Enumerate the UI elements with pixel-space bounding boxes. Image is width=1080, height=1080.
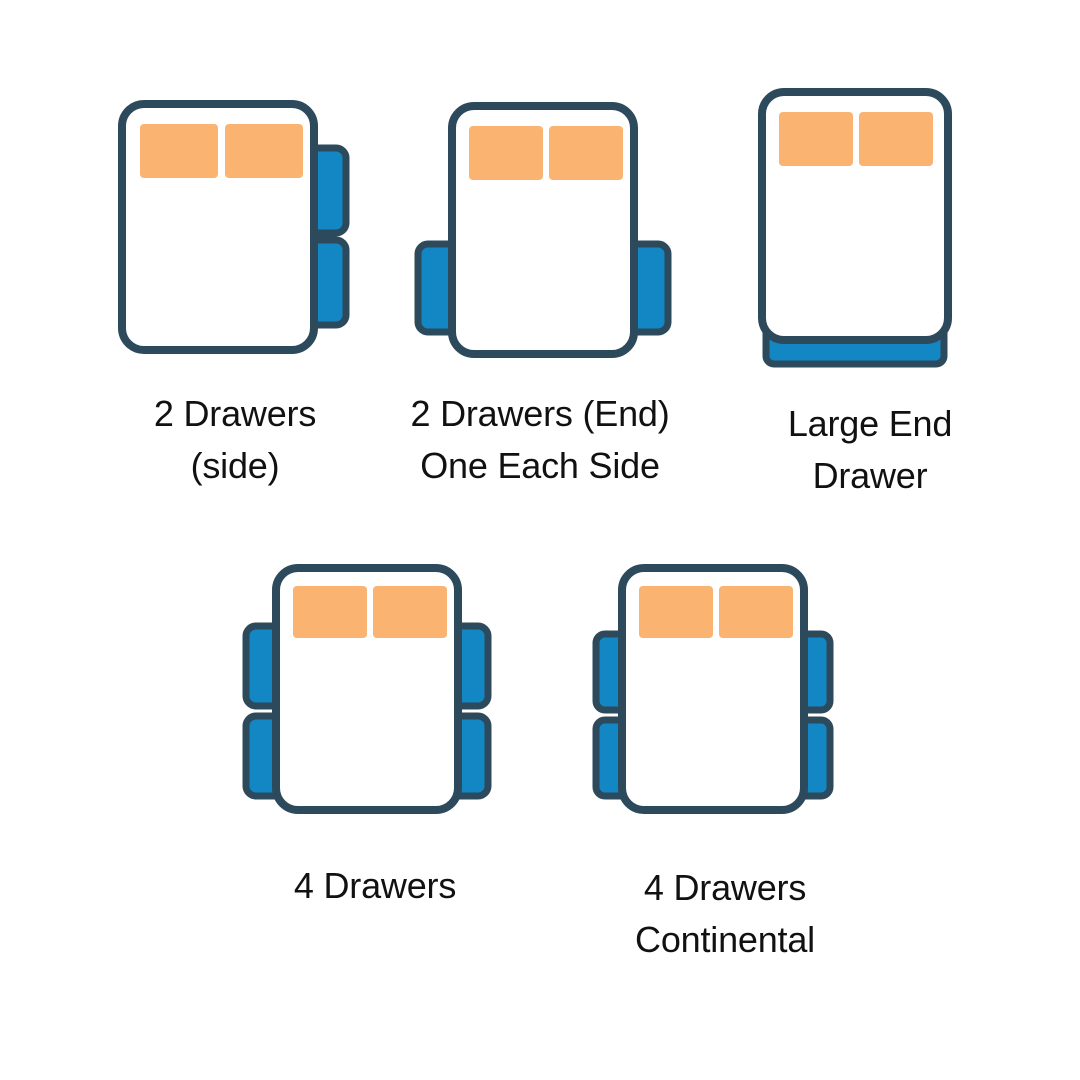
- bed-diagram-large-end-drawer[interactable]: [748, 80, 968, 380]
- bed-icon-4-drawers: [242, 564, 492, 814]
- caption-4-drawers-continental: 4 Drawers Continental: [635, 867, 815, 961]
- pillow-right: [373, 586, 447, 638]
- caption-2-drawers-side: 2 Drawers (side): [153, 393, 317, 487]
- bed-diagram-4-drawers-continental[interactable]: [588, 558, 838, 820]
- pillow-left: [293, 586, 367, 638]
- pillow-right: [719, 586, 793, 638]
- bed-icon-2-drawers-end: [414, 102, 672, 358]
- caption-4-drawers: 4 Drawers: [293, 865, 457, 906]
- bed-icon-large-end-drawer: [758, 88, 952, 368]
- caption-2-drawers-end: 2 Drawers (End) One Each Side: [410, 393, 670, 487]
- pillow-left: [779, 112, 853, 166]
- pillow-left: [140, 124, 218, 178]
- pillow-left: [469, 126, 543, 180]
- bed-icon-4-drawers-continental: [592, 564, 834, 814]
- pillow-right: [859, 112, 933, 166]
- bed-icon-2-drawers-side: [118, 100, 350, 354]
- pillow-right: [549, 126, 623, 180]
- bed-diagram-4-drawers[interactable]: [238, 558, 498, 820]
- bed-diagram-2-drawers-side[interactable]: [108, 92, 358, 367]
- pillow-left: [639, 586, 713, 638]
- pillow-right: [225, 124, 303, 178]
- bed-diagram-2-drawers-end[interactable]: [408, 92, 678, 367]
- caption-large-end-drawer: Large End Drawer: [787, 403, 953, 497]
